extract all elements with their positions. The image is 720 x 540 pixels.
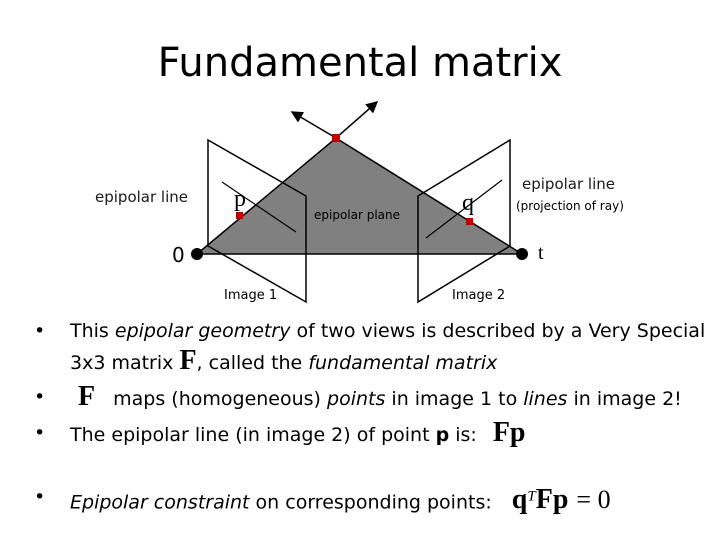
bullet-text: on corresponding points: — [249, 491, 492, 514]
point-q-marker — [466, 218, 473, 225]
epipolar-plane-triangle — [194, 137, 525, 255]
epipolar-line-2 — [425, 179, 503, 239]
bullet-list: • This epipolar geometry of two views is… — [26, 316, 706, 517]
bullet-text: in image 2! — [567, 388, 682, 410]
bullet-dot: • — [34, 486, 46, 508]
camera-center-0 — [191, 248, 203, 260]
formula-Fp: Fp — [535, 484, 569, 516]
bullet-text: , called the — [196, 352, 309, 374]
matrix-F-symbol: F — [179, 345, 197, 376]
camera-center-t — [516, 248, 528, 260]
image-2-label: Image 2 — [452, 288, 506, 303]
origin-label: 0 — [172, 243, 185, 267]
emphasis-text: points — [327, 388, 386, 410]
point-3d — [332, 134, 340, 142]
bullet-epipolar-constraint: • Epipolar constraint on corresponding p… — [26, 482, 706, 517]
bullet-epipolar-geometry: • This epipolar geometry of two views is… — [26, 316, 706, 378]
point-p-marker — [236, 212, 243, 219]
matrix-F-symbol: F — [78, 381, 96, 412]
emphasis-text: fundamental matrix — [308, 352, 498, 374]
center-t-label: t — [538, 242, 544, 264]
bullet-text: The epipolar line (in image 2) of point — [70, 424, 436, 446]
image-plane-1 — [207, 138, 307, 304]
point-p-label: p — [234, 186, 246, 212]
point-q-label: q — [462, 190, 474, 216]
emphasis-text: lines — [523, 388, 568, 410]
bullet-dot: • — [34, 386, 46, 408]
point-p-bold: p — [435, 424, 450, 446]
formula-epipolar-constraint: qTFp= 0 — [512, 485, 611, 515]
ray-arrow-right — [335, 101, 379, 139]
epipolar-line-1 — [221, 181, 297, 233]
page-title: Fundamental matrix — [157, 40, 563, 86]
bullet-dot: • — [34, 320, 46, 342]
image-1-label: Image 1 — [224, 288, 278, 303]
epipolar-plane-label: epipolar plane — [314, 208, 401, 222]
formula-equals-zero: = 0 — [576, 485, 611, 515]
image-plane-2 — [417, 138, 511, 304]
formula-transpose: T — [527, 489, 536, 505]
bullet-epipolar-line-of-p: • The epipolar line (in image 2) of poin… — [26, 418, 706, 450]
formula-Fp: Fp — [492, 417, 526, 448]
ray-arrow-left — [290, 111, 337, 139]
emphasis-text: epipolar geometry — [114, 320, 291, 342]
bullet-text: This — [70, 320, 115, 342]
bullet-text: of two views is described by a Very Spec… — [70, 320, 706, 374]
bullet-text: maps (homogeneous) — [107, 388, 328, 410]
emphasis-text: Epipolar constraint — [70, 491, 250, 514]
formula-q: q — [511, 484, 528, 516]
bullet-F-maps: • F maps (homogeneous) points in image 1… — [26, 382, 706, 414]
projection-of-ray-note: (projection of ray) — [516, 199, 624, 213]
bullet-text: in image 1 to — [385, 388, 524, 410]
bullet-text: is: — [449, 424, 477, 446]
bullet-dot: • — [34, 422, 46, 444]
epipolar-line-left-label: epipolar line — [95, 188, 188, 206]
epipolar-line-right-label: epipolar line — [522, 175, 615, 193]
